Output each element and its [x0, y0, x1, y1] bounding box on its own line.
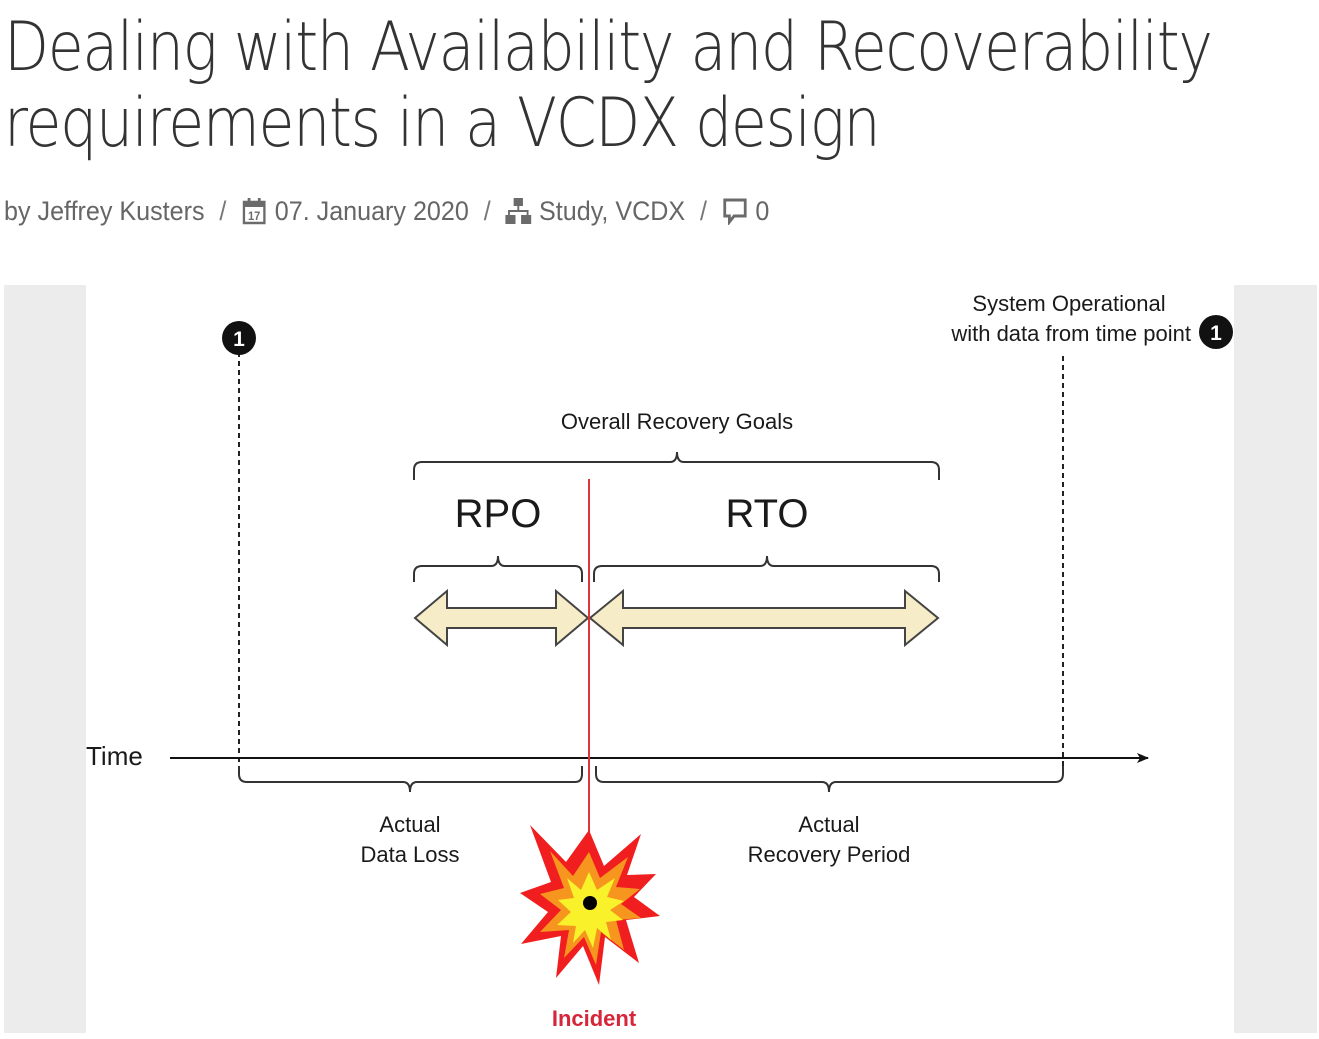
system-operational-line1: System Operational: [972, 291, 1165, 316]
post-categories[interactable]: Study, VCDX: [539, 195, 686, 226]
image-panel-right: [1234, 285, 1317, 1033]
svg-text:17: 17: [248, 211, 260, 223]
article-meta: by Jeffrey Kusters / 17 07. January 2020…: [4, 194, 769, 228]
image-panel-left: [4, 285, 86, 1033]
meta-separator: /: [483, 195, 491, 226]
actual-data-loss-brace: [238, 766, 583, 793]
overall-goals-brace: [413, 451, 940, 480]
diagram-image: [4, 285, 1317, 1033]
actual-recovery-line2: Recovery Period: [748, 842, 911, 867]
sitemap-icon: [505, 197, 532, 225]
article-title-line-2: requirements in a VCDX design: [4, 84, 881, 163]
meta-separator: /: [700, 195, 707, 226]
timepoint-marker-left: 1: [222, 321, 256, 355]
rto-brace: [593, 555, 940, 582]
meta-separator: /: [219, 195, 227, 226]
actual-recovery-brace: [595, 766, 1064, 793]
author-prefix: by: [4, 195, 31, 226]
rpo-double-arrow: [413, 588, 590, 648]
comment-icon: [722, 197, 748, 225]
actual-data-loss-line1: Actual: [379, 812, 440, 837]
comment-count[interactable]: 0: [755, 195, 770, 226]
timepoint-marker-right: 1: [1199, 315, 1233, 349]
rto-label: RTO: [726, 492, 809, 536]
time-axis-label: Time: [86, 741, 143, 771]
timepoint-marker-left-label: 1: [233, 328, 245, 351]
system-operational-line2: with data from time point: [950, 321, 1191, 346]
overall-recovery-goals-label: Overall Recovery Goals: [561, 409, 793, 434]
incident-label: Incident: [552, 1006, 637, 1031]
explosion-icon: [520, 825, 660, 985]
actual-data-loss-line2: Data Loss: [360, 842, 459, 867]
calendar-icon: 17: [241, 197, 267, 225]
rto-double-arrow: [588, 588, 940, 648]
author-link[interactable]: Jeffrey Kusters: [37, 195, 205, 226]
post-date: 07. January 2020: [274, 195, 469, 226]
rpo-label: RPO: [455, 492, 542, 536]
actual-recovery-line1: Actual: [798, 812, 859, 837]
timepoint-marker-right-label: 1: [1210, 322, 1222, 345]
article-title-line-1: Dealing with Availability and Recoverabi…: [4, 8, 1213, 87]
rpo-brace: [413, 555, 583, 582]
article-title: Dealing with Availability and Recoverabi…: [4, 8, 1213, 163]
